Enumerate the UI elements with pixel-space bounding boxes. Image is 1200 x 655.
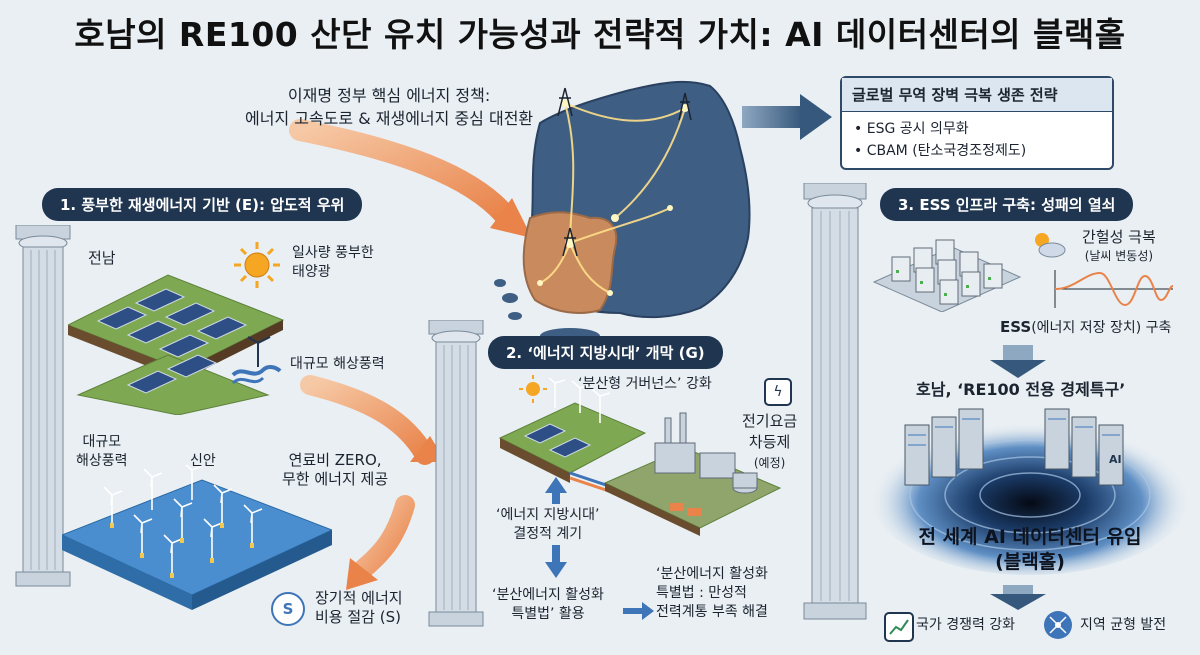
offshore-to-fuel-arrow xyxy=(300,375,435,465)
sun-small-icon xyxy=(519,375,547,403)
energy-highway-lines xyxy=(539,102,686,294)
jeonnam-label: 전남 xyxy=(88,249,116,267)
page-title: 호남의 RE100 산단 유치 가능성과 전략적 가치: AI 데이터센터의 블… xyxy=(74,15,1126,54)
network-icon xyxy=(1044,611,1072,639)
re100-zone-label: 호남, ‘RE100 전용 경제특구’ xyxy=(916,380,1126,399)
global-box-header: 글로벌 무역 장벽 극복 생존 전략 xyxy=(842,78,1112,112)
benefit-competitiveness: 국가 경쟁력 강화 xyxy=(916,617,1016,633)
down-arrow xyxy=(552,545,560,563)
ess-down-arrow xyxy=(1003,345,1033,361)
korea-map xyxy=(494,80,751,344)
electricity-icon: ϟ xyxy=(764,378,792,406)
blackhole-datacenter-illustration xyxy=(870,408,1190,575)
pillar1-column-icon xyxy=(15,225,71,587)
pillar3-column-icon xyxy=(803,183,867,620)
result-text: ‘분산에너지 활성화 특별법 : 만성적 전력계통 부족 해결 xyxy=(656,566,768,620)
offshore-wind-label: 대규모 해상풍력 xyxy=(290,356,385,372)
global-item-1: • ESG 공시 의무화 xyxy=(854,121,969,137)
pillar1-header: 1. 풍부한 재생에너지 기반 (E): 압도적 우위 xyxy=(42,188,363,221)
pillar3-header: 3. ESS 인프라 구축: 성패의 열쇠 xyxy=(880,188,1134,221)
pillar2-header: 2. ‘에너지 지방시대’ 개막 (G) xyxy=(488,336,723,369)
sinan-label: 신안 xyxy=(190,453,216,469)
honam-region xyxy=(522,211,618,314)
tariff-label: 전기요금 차등제 (예정) xyxy=(742,412,798,470)
wave-wind-icon xyxy=(231,336,282,385)
policy-line1: 이재명 정부 핵심 에너지 정책: xyxy=(287,86,491,105)
solar-farm-illustration xyxy=(68,274,285,415)
offshore-wind-farm-illustration xyxy=(62,465,332,610)
ess-build-label: ESS(에너지 저장 장치) 구축 xyxy=(1000,318,1172,336)
growth-chart-icon xyxy=(884,612,914,642)
benefit-balance: 지역 균형 발전 xyxy=(1080,617,1167,633)
turning-point-text: ‘에너지 지방시대’ 결정적 계기 xyxy=(496,507,600,542)
cost-saving-icon: S xyxy=(271,592,305,626)
pylon-icon xyxy=(557,87,692,257)
fuel-to-cost-arrow xyxy=(352,495,415,580)
blackhole-text: 전 세계 AI 데이터센터 유입 (블랙홀) xyxy=(918,526,1142,573)
global-strategy-box: 글로벌 무역 장벽 극복 생존 전략 • ESG 공시 의무화 • CBAM (… xyxy=(840,76,1114,170)
sun-label: 일사량 풍부한 태양광 xyxy=(292,245,374,280)
sun-icon xyxy=(234,242,280,288)
right-arrow xyxy=(623,608,643,614)
cost-saving-text: 장기적 에너지 비용 절감 (S) xyxy=(315,589,403,626)
policy-to-honam-arrow xyxy=(289,119,516,226)
ai-rack-label: AI xyxy=(1109,453,1122,466)
fuel-zero-text: 연료비 ZERO, 무한 에너지 제공 xyxy=(282,451,389,488)
grid-nodes xyxy=(537,99,689,296)
act-text: ‘분산에너지 활성화 특별법’ 활용 xyxy=(492,587,604,622)
sun-cloud-icon xyxy=(1035,233,1066,258)
governance-label: ‘분산형 거버넌스’ 강화 xyxy=(578,376,712,392)
pillar2-column-icon xyxy=(428,320,484,627)
global-item-2: • CBAM (탄소국경조정제도) xyxy=(854,143,1027,159)
map-to-global-arrow xyxy=(742,106,802,128)
ess-battery-illustration xyxy=(872,239,1022,312)
up-arrow xyxy=(545,477,567,493)
blackhole-down-arrow xyxy=(1003,585,1033,595)
policy-line2: 에너지 고속도로 & 재생에너지 중심 대전환 xyxy=(245,109,534,128)
distributed-energy-illustration xyxy=(498,378,782,536)
large-offshore-wind-label: 대규모 해상풍력 xyxy=(76,434,128,469)
policy-text: 이재명 정부 핵심 에너지 정책: 에너지 고속도로 & 재생에너지 중심 대전… xyxy=(245,84,533,130)
intermittency-label: 간헐성 극복 (날씨 변동성) xyxy=(1082,228,1156,263)
fluctuation-wave-icon xyxy=(1054,270,1174,308)
